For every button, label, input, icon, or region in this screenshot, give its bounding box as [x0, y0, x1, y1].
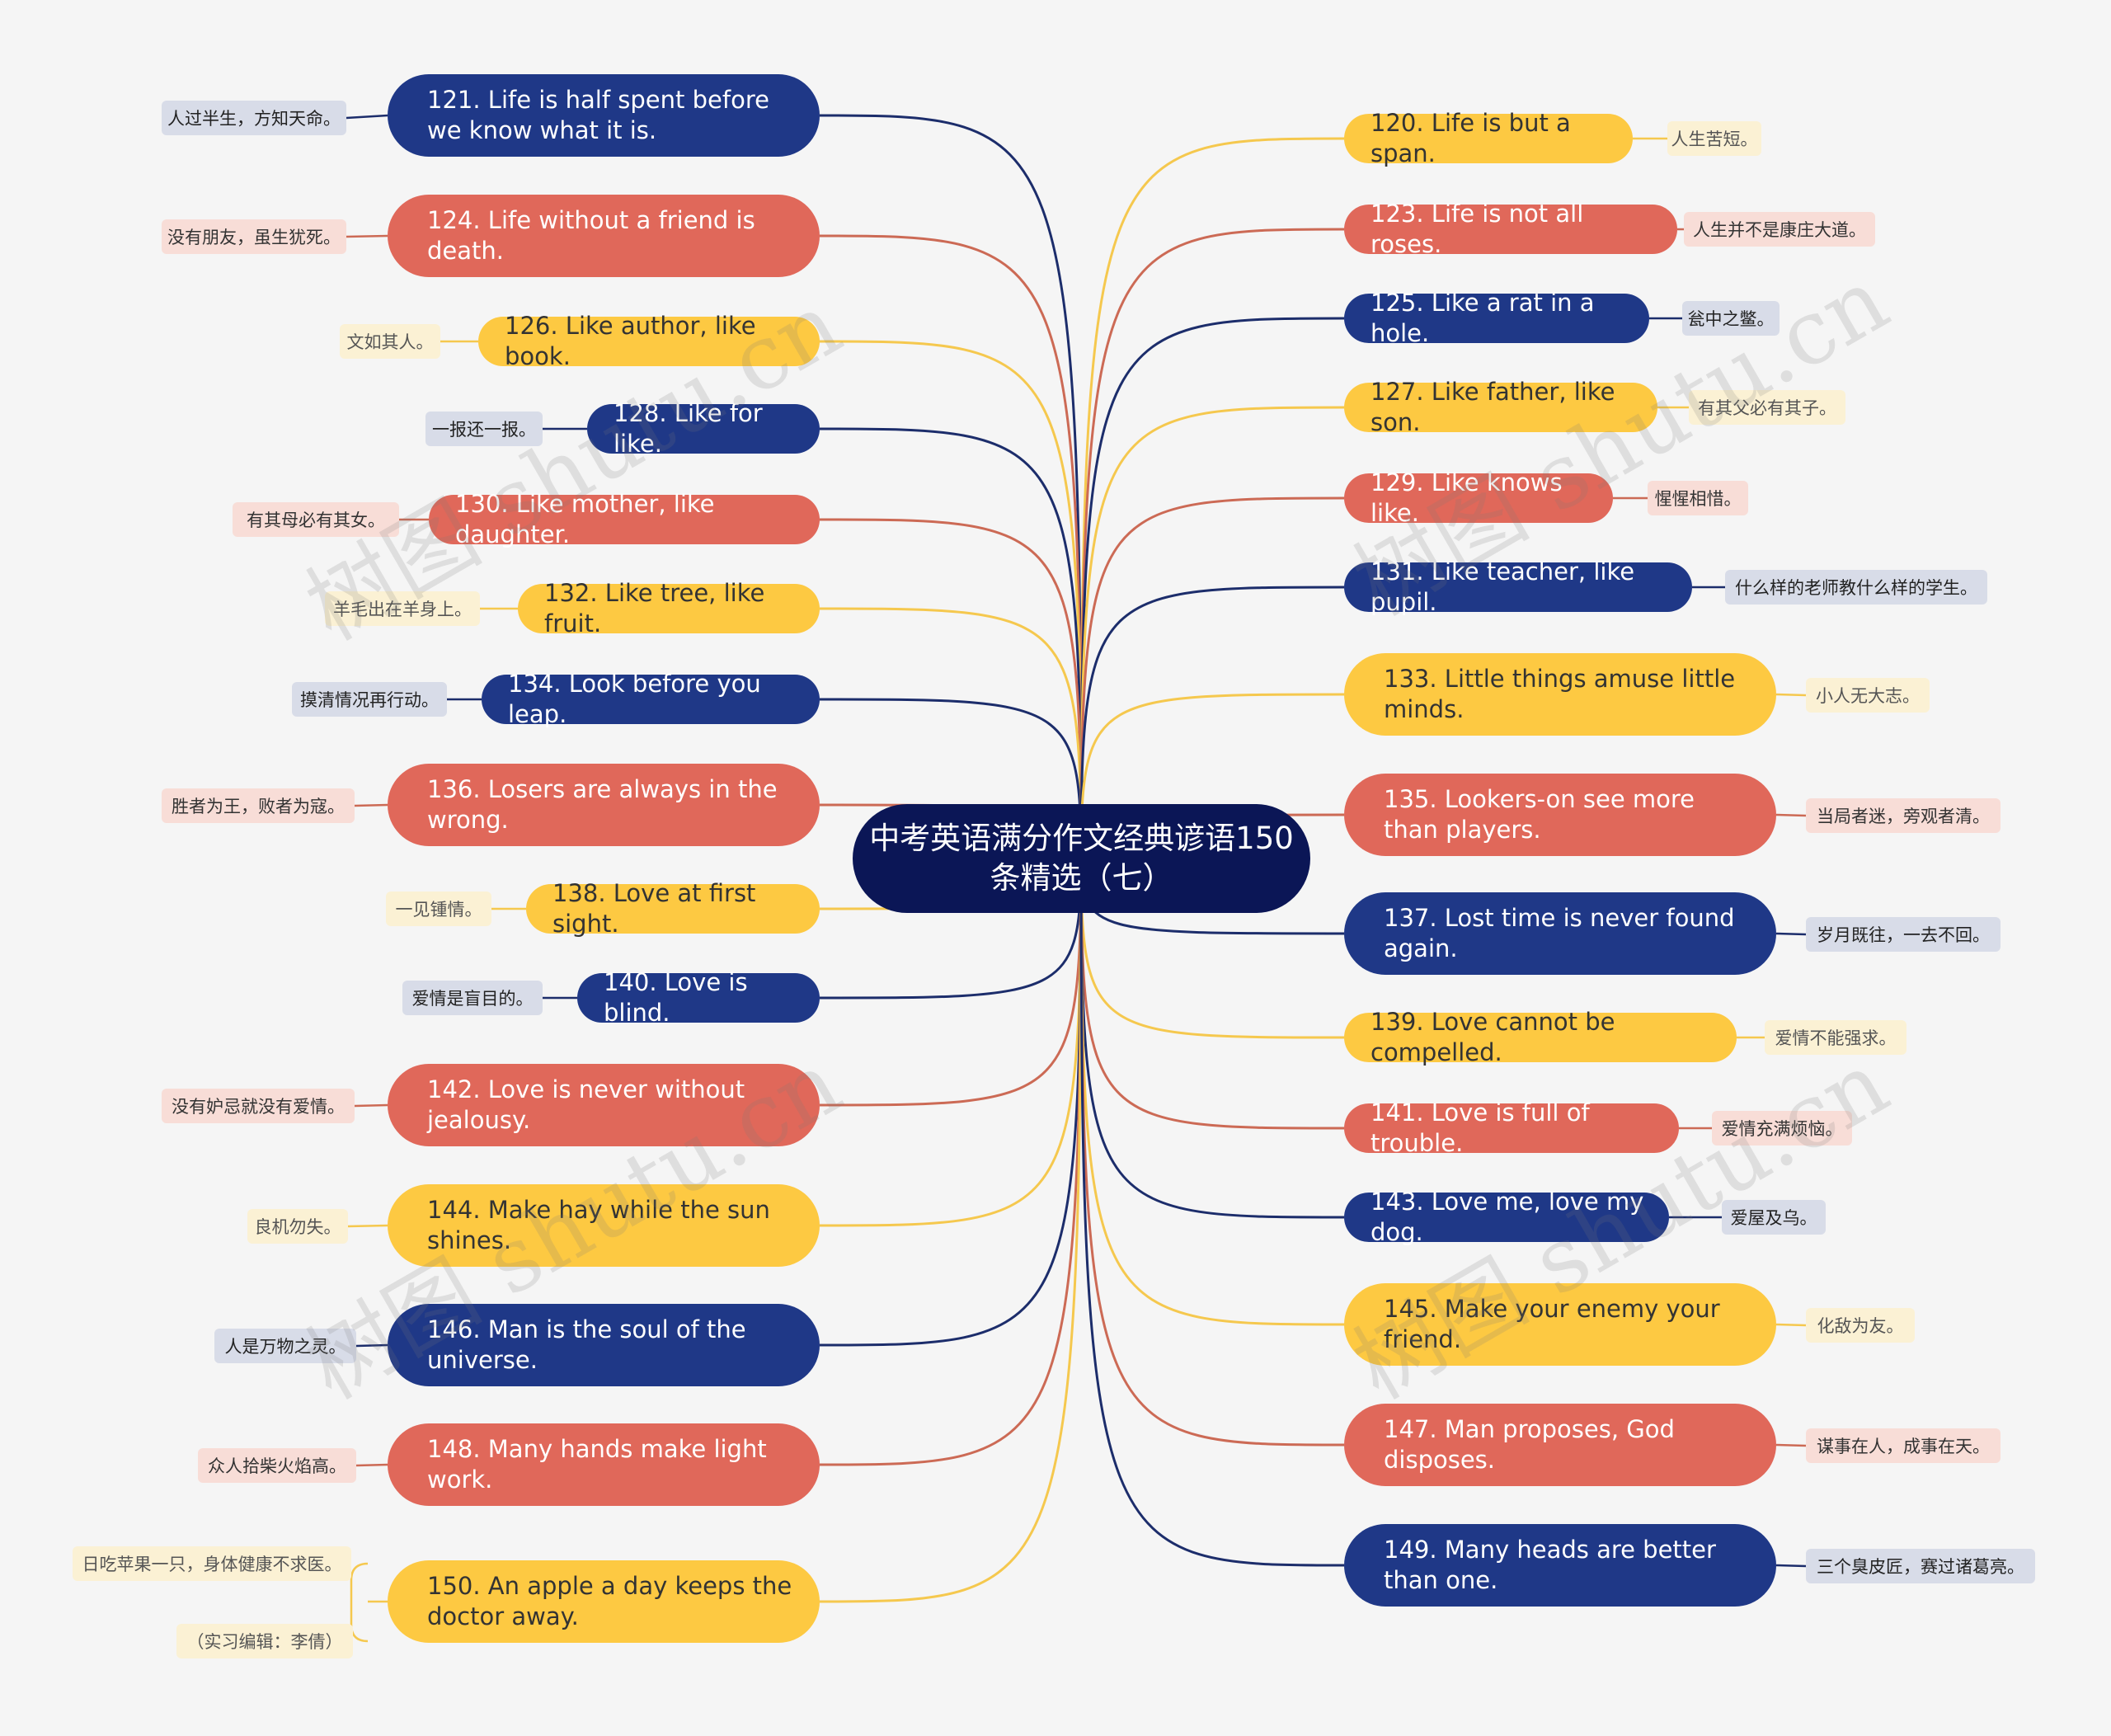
branch-line — [819, 340, 1083, 859]
proverb-node-love-cannot-be-compelled[interactable]: 139. Love cannot be compelled. — [1344, 1008, 1737, 1066]
proverb-node-like-teacher-like-pupil[interactable]: 131. Like teacher, like pupil. — [1344, 557, 1692, 616]
note-line — [346, 234, 388, 238]
proverb-node-love-is-never-without-jealousy[interactable]: 142. Love is never without jealousy. — [388, 1064, 820, 1146]
translation-note[interactable]: 一见锺情。 — [386, 892, 491, 926]
proverb-node-many-heads-are-better-than-one[interactable]: 149. Many heads are better than one. — [1344, 1524, 1776, 1607]
proverb-node-love-me-love-my-dog[interactable]: 143. Love me, love my dog. — [1344, 1188, 1669, 1246]
note-line — [1775, 1323, 1807, 1327]
proverb-node-an-apple-a-day-keeps-the-doctor-away[interactable]: 150. An apple a day keeps the doctor awa… — [388, 1560, 820, 1643]
translation-note[interactable]: 良机勿失。 — [247, 1209, 348, 1244]
proverb-node-life-is-but-a-span[interactable]: 120. Life is but a span. — [1344, 109, 1633, 167]
proverb-node-little-things-amuse-little-minds[interactable]: 133. Little things amuse little minds. — [1344, 653, 1776, 736]
branch-line — [819, 858, 1083, 1603]
proverb-node-lost-time-is-never-found-again[interactable]: 137. Lost time is never found again. — [1344, 892, 1776, 975]
proverb-node-love-is-blind[interactable]: 140. Love is blind. — [577, 968, 820, 1027]
translation-note[interactable]: 羊毛出在羊身上。 — [325, 591, 480, 626]
branch-line — [1079, 496, 1345, 859]
note-line — [1775, 693, 1807, 697]
note-bracket — [350, 1562, 369, 1643]
translation-note[interactable]: 有其母必有其女。 — [233, 502, 399, 537]
proverb-node-life-is-half-spent-before-we-know-what-it-is[interactable]: 121. Life is half spent before we know w… — [388, 74, 820, 157]
translation-note[interactable]: 瓮中之鳖。 — [1682, 301, 1780, 336]
proverb-node-life-is-not-all-roses[interactable]: 123. Life is not all roses. — [1344, 200, 1677, 258]
note-line — [355, 1343, 388, 1348]
translation-note[interactable]: 胜者为王，败者为寇。 — [162, 788, 355, 823]
branch-line — [1079, 586, 1345, 859]
note-line — [1775, 1564, 1807, 1568]
proverb-node-losers-are-always-in-the-wrong[interactable]: 136. Losers are always in the wrong. — [388, 764, 820, 846]
branch-line — [1079, 858, 1345, 1447]
proverb-node-man-proposes-god-disposes[interactable]: 147. Man proposes, God disposes. — [1344, 1404, 1776, 1486]
translation-note[interactable]: 一报还一报。 — [425, 412, 543, 446]
note-line — [346, 114, 388, 120]
branch-line — [819, 427, 1083, 859]
proverb-node-love-is-full-of-trouble[interactable]: 141. Love is full of trouble. — [1344, 1099, 1679, 1157]
branch-line — [819, 698, 1083, 859]
proverb-node-many-hands-make-light-work[interactable]: 148. Many hands make light work. — [388, 1423, 820, 1506]
proverb-node-like-a-rat-in-a-hole[interactable]: 125. Like a rat in a hole. — [1344, 289, 1649, 347]
note-line — [354, 1103, 388, 1108]
branch-line — [819, 518, 1083, 859]
branch-line — [819, 234, 1083, 859]
proverb-node-lookers-on-see-more-than-players[interactable]: 135. Lookers-on see more than players. — [1344, 774, 1776, 856]
translation-note[interactable]: 文如其人。 — [340, 324, 440, 359]
translation-note[interactable]: 没有朋友，虽生犹死。 — [162, 219, 346, 254]
translation-note[interactable]: 没有妒忌就没有爱情。 — [162, 1089, 355, 1123]
translation-note[interactable]: 爱屋及乌。 — [1722, 1200, 1826, 1235]
proverb-node-make-your-enemy-your-friend[interactable]: 145. Make your enemy your friend. — [1344, 1283, 1776, 1366]
proverb-node-life-without-a-friend-is-death[interactable]: 124. Life without a friend is death. — [388, 195, 820, 277]
translation-note[interactable]: 爱情充满烦恼。 — [1712, 1111, 1852, 1146]
translation-note[interactable]: 化敌为友。 — [1806, 1308, 1915, 1343]
proverb-node-like-for-like[interactable]: 128. Like for like. — [587, 399, 820, 458]
translation-note[interactable]: 岁月既往，一去不回。 — [1806, 917, 2001, 952]
translation-note[interactable]: 众人拾柴火焰高。 — [198, 1448, 356, 1483]
note-line — [1775, 1443, 1807, 1447]
translation-note[interactable]: 人是万物之灵。 — [214, 1329, 356, 1363]
translation-note[interactable]: 三个臭皮匠，赛过诸葛亮。 — [1806, 1549, 2035, 1583]
translation-note[interactable]: 人生苦短。 — [1667, 121, 1761, 156]
translation-note[interactable]: 当局者迷，旁观者清。 — [1806, 798, 2001, 833]
translation-note[interactable]: 有其父必有其子。 — [1689, 390, 1845, 425]
proverb-node-man-is-the-soul-of-the-universe[interactable]: 146. Man is the soul of the universe. — [388, 1304, 820, 1386]
branch-line — [1079, 693, 1345, 859]
branch-line — [819, 114, 1083, 859]
proverb-node-like-mother-like-daughter[interactable]: 130. Like mother, like daughter. — [429, 490, 820, 548]
translation-note[interactable]: 什么样的老师教什么样的学生。 — [1725, 570, 1987, 605]
proverb-node-love-at-first-sight[interactable]: 138. Love at first sight. — [526, 879, 820, 938]
branch-line — [819, 607, 1083, 859]
translation-note[interactable]: 爱情不能强求。 — [1765, 1020, 1906, 1055]
branch-line — [819, 858, 1083, 1227]
translation-note[interactable]: 摸清情况再行动。 — [292, 682, 447, 717]
proverb-node-make-hay-while-the-sun-shines[interactable]: 144. Make hay while the sun shines. — [388, 1184, 820, 1267]
translation-note[interactable]: 日吃苹果一只，身体健康不求医。 — [73, 1546, 351, 1581]
translation-note[interactable]: 惺惺相惜。 — [1648, 481, 1748, 515]
branch-line — [819, 858, 1083, 1466]
proverb-node-like-father-like-son[interactable]: 127. Like father, like son. — [1344, 378, 1657, 436]
central-topic[interactable]: 中考英语满分作文经典谚语150条精选（七） — [853, 804, 1310, 913]
branch-line — [1079, 858, 1345, 1567]
translation-note[interactable]: 人过半生，方知天命。 — [162, 101, 346, 135]
note-line — [354, 803, 388, 807]
note-line — [1775, 813, 1807, 817]
branch-line — [1079, 858, 1345, 1326]
branch-line — [1079, 406, 1345, 859]
proverb-node-look-before-you-leap[interactable]: 134. Look before you leap. — [482, 670, 820, 728]
translation-note[interactable]: 谋事在人，成事在天。 — [1806, 1428, 2001, 1463]
translation-note[interactable]: 爱情是盲目的。 — [402, 981, 543, 1015]
proverb-node-like-tree-like-fruit[interactable]: 132. Like tree, like fruit. — [518, 579, 820, 637]
proverb-node-like-author-like-book[interactable]: 126. Like author, like book. — [478, 312, 820, 370]
proverb-node-like-knows-like[interactable]: 129. Like knows like. — [1344, 468, 1613, 527]
translation-note[interactable]: 小人无大志。 — [1806, 678, 1930, 713]
translation-note[interactable]: 人生并不是康庄大道。 — [1684, 212, 1875, 247]
editor-note[interactable]: （实习编辑：李倩） — [176, 1624, 353, 1658]
